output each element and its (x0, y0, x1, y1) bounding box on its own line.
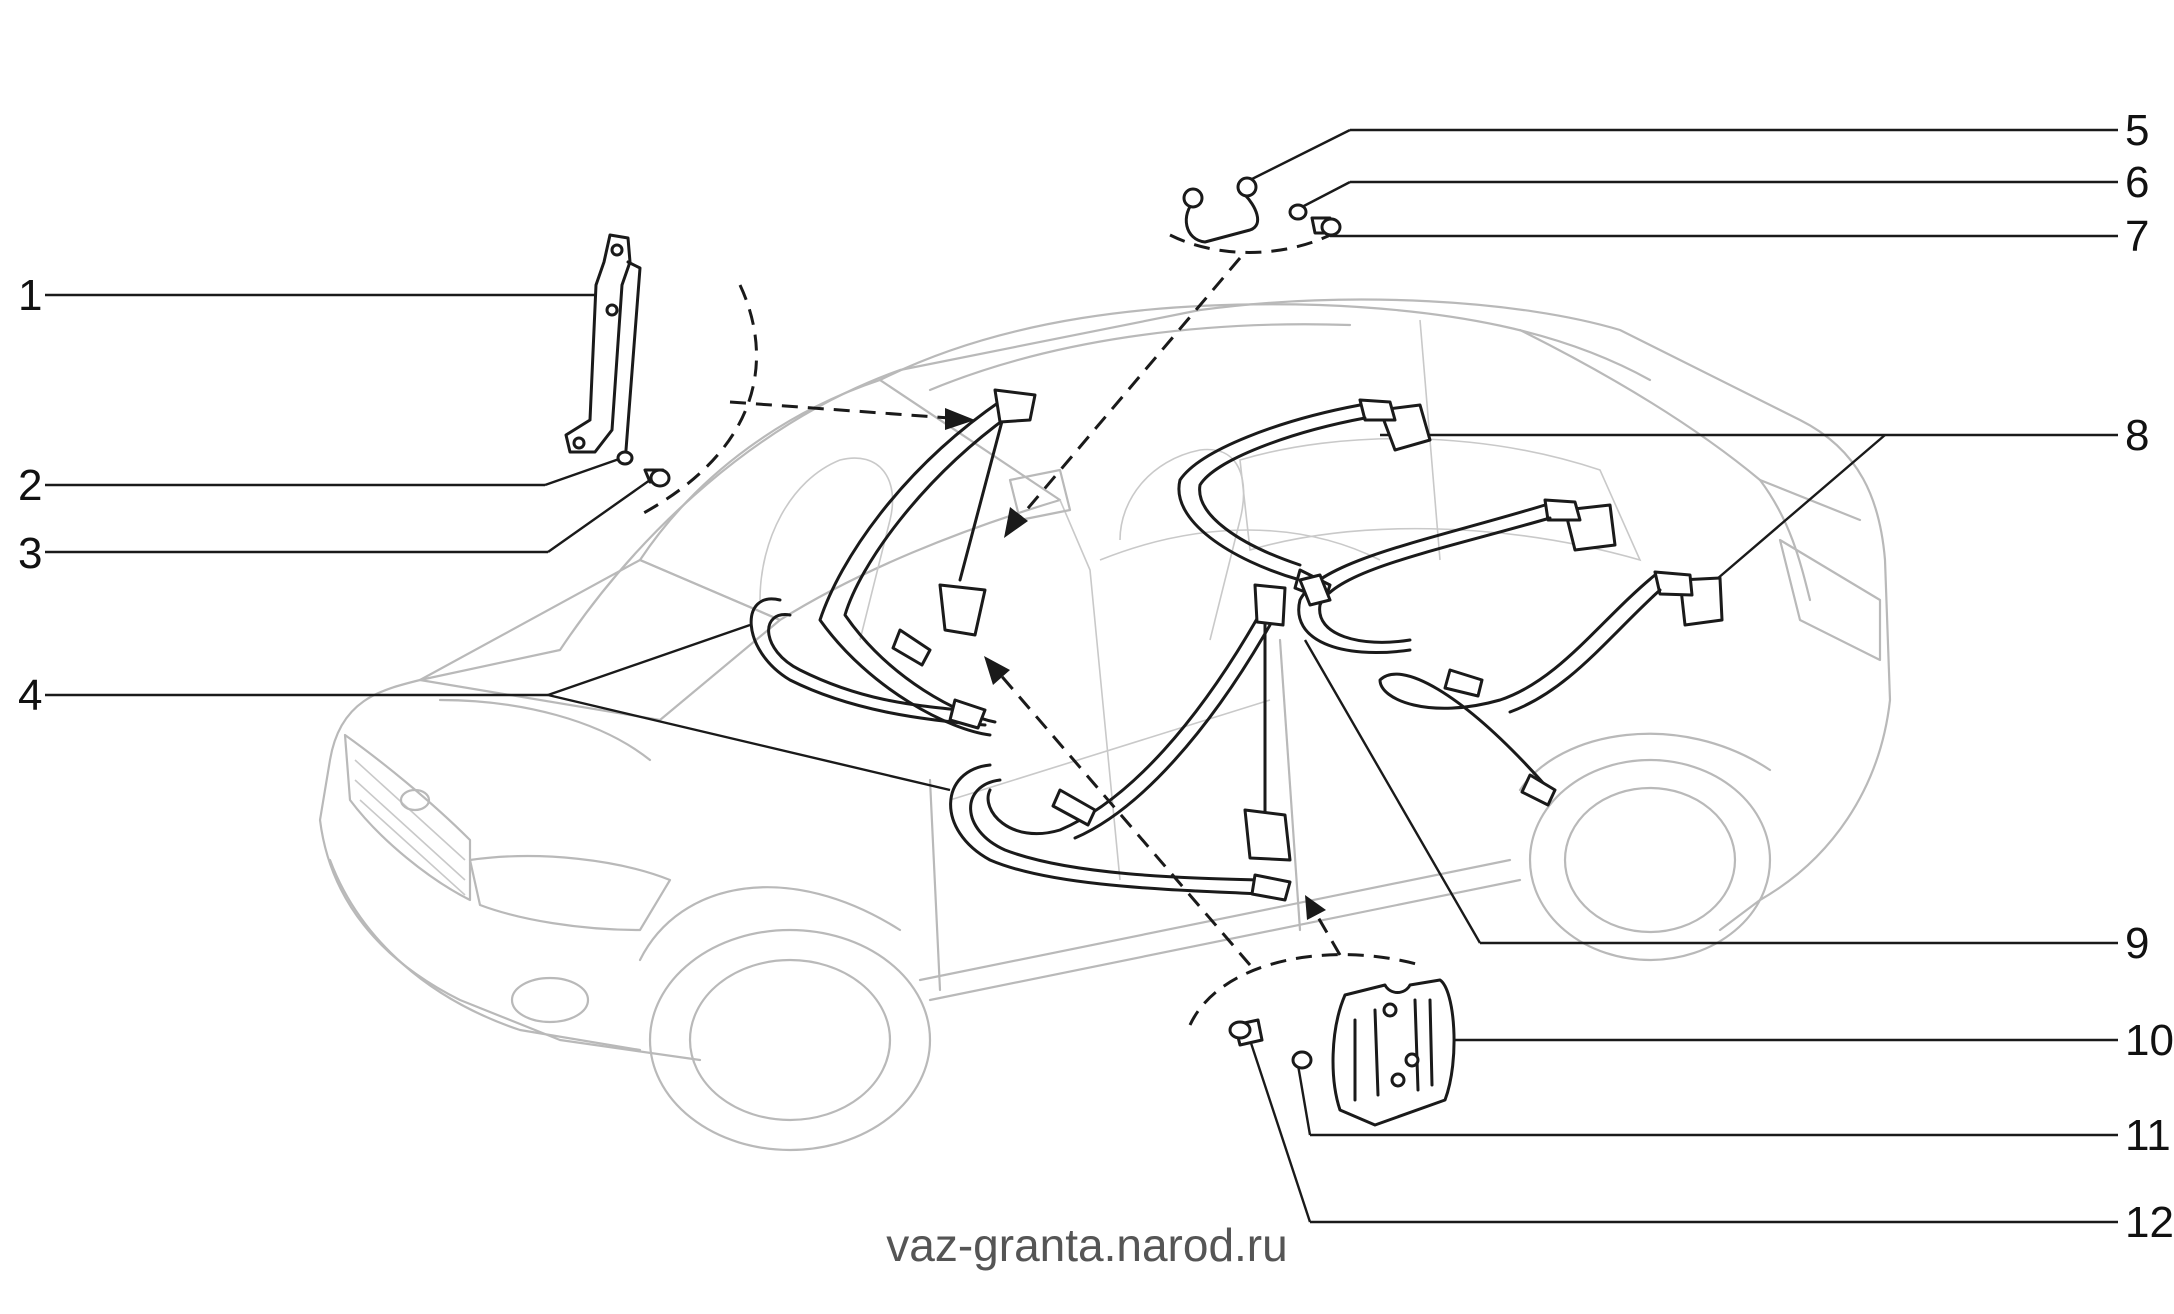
dashed-arrow-2 (1016, 257, 1242, 521)
dashed-arc-left (639, 284, 758, 517)
part-8-rear-retractors (1177, 398, 1724, 807)
dashed-arrow-4 (1313, 911, 1342, 956)
callout-11: 11 (2125, 1111, 2171, 1160)
part-1-bracket (564, 233, 642, 454)
callout-5: 5 (2125, 106, 2149, 155)
part-10-plate (1331, 978, 1456, 1127)
part-4-front-belts (749, 388, 1292, 902)
callout-labels: 1 2 3 4 5 6 7 8 9 10 11 12 (18, 106, 2174, 1247)
part-12-bolt (1228, 1018, 1264, 1047)
arrowhead-4 (1305, 895, 1326, 920)
watermark-text: vaz-granta.narod.ru (886, 1219, 1288, 1271)
callout-9: 9 (2125, 919, 2149, 968)
part-7-bolt (1310, 216, 1342, 237)
callout-7: 7 (2125, 212, 2149, 261)
leader-6-b (1299, 180, 1351, 210)
callout-1: 1 (18, 271, 42, 320)
car-body-outline (318, 298, 1892, 1152)
callout-2: 2 (18, 461, 42, 510)
callout-10: 10 (2125, 1016, 2174, 1065)
leader-9-b (1303, 639, 1482, 944)
callout-12: 12 (2125, 1198, 2174, 1247)
part-2-washer (616, 450, 634, 466)
dashed-arc-top (1169, 228, 1341, 254)
dashed-indicators (639, 228, 1421, 1026)
callout-3: 3 (18, 529, 42, 578)
dashed-arc-bottom (1188, 953, 1421, 1026)
leader-lines (45, 128, 2118, 1224)
leader-4-b (547, 693, 951, 792)
leader-3-b (547, 479, 651, 553)
leader-5-b (1249, 128, 1351, 182)
dashed-arrow-1 (729, 400, 951, 420)
part-11-washer (1291, 1050, 1313, 1070)
leader-8-b (1709, 434, 1886, 586)
part-3-bolt (643, 468, 671, 488)
callout-8: 8 (2125, 411, 2149, 460)
leader-12-b (1248, 1039, 1312, 1223)
leader-2-b (544, 456, 623, 487)
callout-6: 6 (2125, 158, 2149, 207)
arrowhead-1 (945, 408, 975, 430)
arrowhead-2 (1004, 507, 1028, 538)
part-6-washer (1288, 203, 1308, 221)
callout-4: 4 (18, 671, 42, 720)
dashed-arrow-3 (996, 671, 1252, 966)
part-9-buckle (1298, 573, 1332, 607)
arrowhead-3 (984, 656, 1010, 685)
leader-4-a (547, 623, 751, 697)
part-5-anchor-bar (1182, 176, 1260, 244)
leader-11-b (1296, 1064, 1312, 1136)
